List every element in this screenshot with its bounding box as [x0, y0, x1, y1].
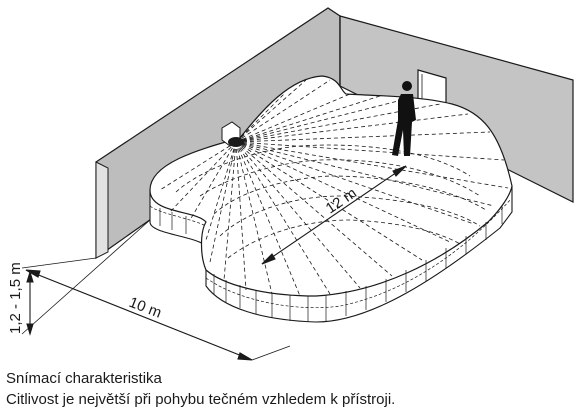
detection-beam [235, 141, 247, 291]
detection-beam [235, 113, 469, 143]
detection-beam [235, 141, 451, 243]
left-wall-edge [95, 161, 109, 259]
detection-beam [205, 141, 237, 241]
dimension-length [261, 165, 407, 265]
detection-beam [235, 141, 509, 189]
dimension-height-label: 1,2 - 1,5 m [7, 262, 24, 334]
detection-beam [235, 131, 491, 143]
detection-beam [235, 93, 285, 143]
detection-beam [159, 141, 237, 191]
detection-beams [159, 79, 509, 297]
detection-beam [235, 141, 505, 161]
detection-beam [235, 141, 393, 277]
dimension-height [21, 219, 151, 336]
motion-sensor-icon [221, 121, 244, 147]
detection-beam [235, 141, 331, 295]
detection-beam [235, 141, 423, 261]
detection-beam [235, 79, 331, 143]
detection-beam [235, 97, 411, 143]
detection-beam [235, 79, 307, 143]
detection-beam [235, 141, 273, 295]
detection-beam [235, 141, 495, 207]
detection-diagram: 12 m 10 m 1,2 - 1,5 m [7, 7, 574, 361]
detection-zone-side-grid [149, 199, 511, 322]
dimension-width [21, 257, 291, 361]
detection-zone-top [149, 75, 513, 297]
detection-beam [189, 141, 237, 221]
caption-title: Snímací charakteristika [6, 370, 162, 387]
person-icon [392, 81, 416, 156]
detection-beam [235, 141, 361, 289]
detection-beam [169, 141, 237, 213]
caption-text: Citlivost je největší při pohybu tečném … [6, 391, 396, 408]
detection-rings [175, 144, 487, 259]
detection-beam [223, 141, 237, 281]
